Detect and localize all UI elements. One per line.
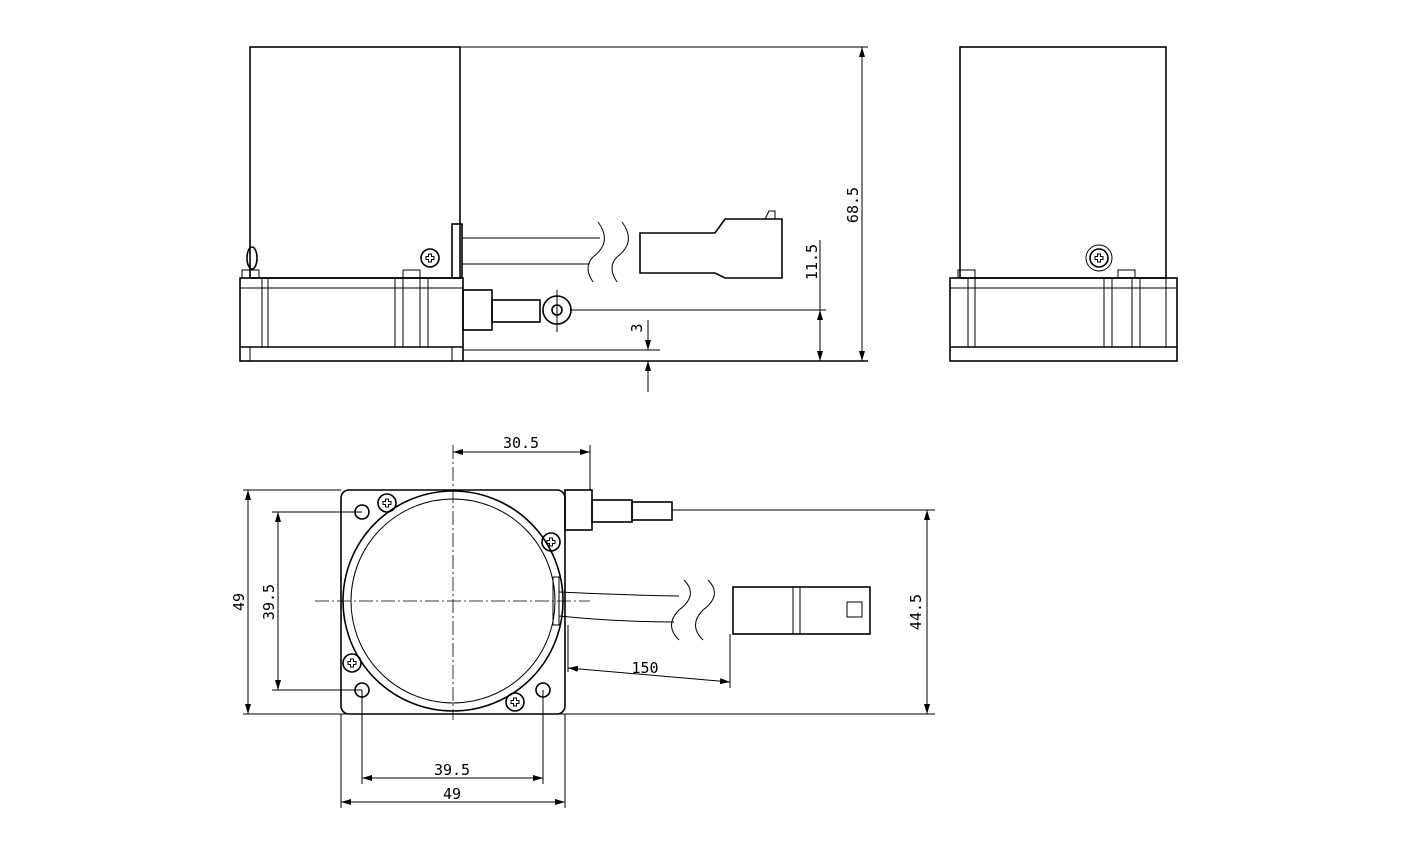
dim-30-5: 30.5 — [503, 434, 539, 452]
screw-icon — [342, 653, 362, 673]
break-mark — [671, 579, 715, 641]
break-mark — [587, 221, 629, 283]
housing — [249, 46, 461, 279]
screw-icon — [246, 246, 258, 270]
dim-44-5: 44.5 — [907, 594, 925, 630]
dim-150: 150 — [631, 659, 658, 677]
dim-39-5-left: 39.5 — [260, 584, 278, 620]
screw-icon — [541, 532, 561, 552]
screw-icon — [1089, 248, 1109, 268]
screw-icon — [377, 493, 397, 513]
bracket — [451, 223, 463, 279]
dim-3: 3 — [628, 323, 646, 332]
top-view: 30.5 49 39.5 44.5 150 39.5 49 — [230, 434, 935, 808]
shaft — [491, 299, 541, 323]
front-view: 68.5 11.5 3 — [239, 46, 868, 392]
connector — [732, 586, 871, 635]
screw-icon — [505, 692, 525, 712]
dim-68-5: 68.5 — [844, 187, 862, 223]
side-view — [949, 46, 1178, 362]
base — [239, 277, 464, 362]
screw-icon — [420, 248, 440, 268]
cable — [558, 591, 680, 623]
dim-39-5-bottom: 39.5 — [434, 761, 470, 779]
dim-11-5: 11.5 — [803, 244, 821, 280]
dim-49-left: 49 — [230, 593, 248, 611]
dim-49-bottom: 49 — [443, 785, 461, 803]
connector — [639, 218, 783, 279]
